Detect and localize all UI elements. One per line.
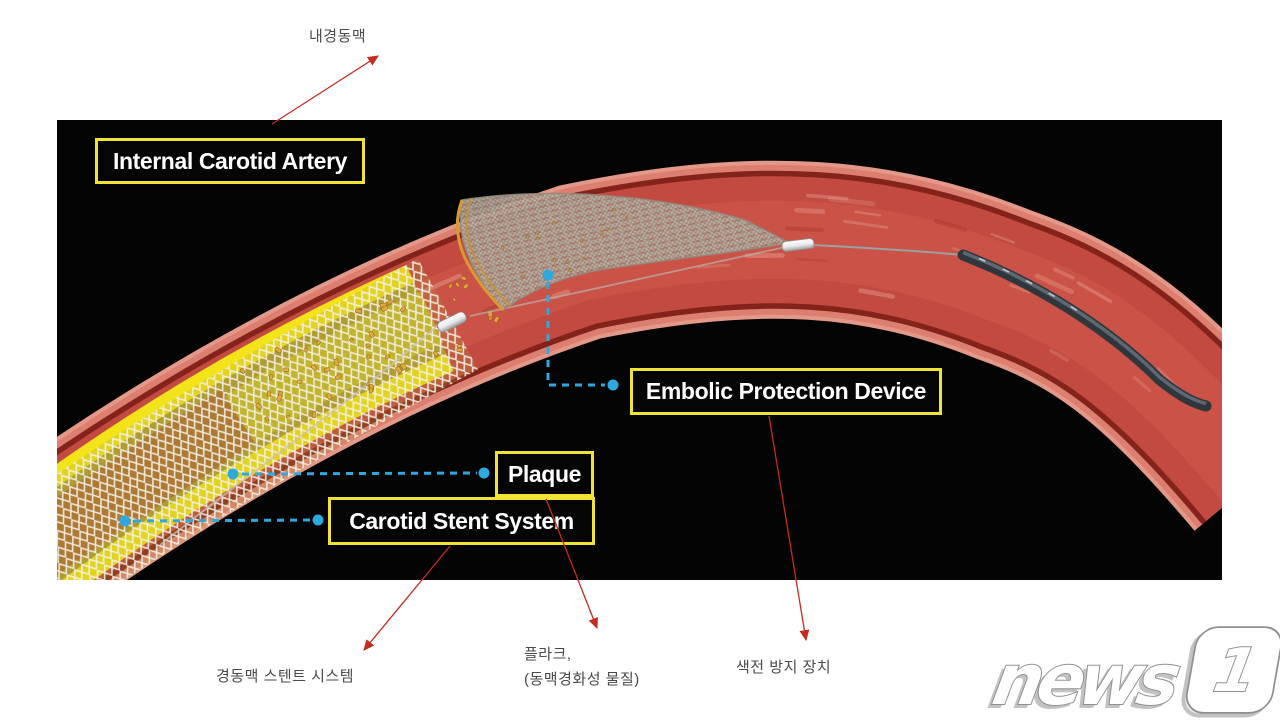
label-carotid-stent-system-text: Carotid Stent System xyxy=(349,507,574,534)
label-plaque-text: Plaque xyxy=(507,460,581,487)
bottom-korean-label-plaque-line2: (동맥경화성 물질) xyxy=(524,671,640,688)
bottom-korean-label-stent: 경동맥 스텐트 시스템 xyxy=(216,668,355,685)
news1-logo-shadow: news 1 xyxy=(982,629,1279,720)
label-embolic-protection-device-text: Embolic Protection Device xyxy=(645,378,927,404)
news1-logo-box xyxy=(1185,626,1280,714)
news1-logo: news 1 news 1 xyxy=(982,626,1280,720)
bottom-korean-label-plaque: 플라크, (동맥경화성 물질) xyxy=(524,643,640,689)
bottom-korean-label-plaque-line1: 플라크, xyxy=(524,646,572,663)
artery-illustration xyxy=(57,160,1222,580)
arrow-internal-carotid xyxy=(271,55,379,125)
medical-illustration-panel: Internal Carotid Artery Embolic Protecti… xyxy=(57,120,1222,580)
label-box-internal-carotid-artery: Internal Carotid Artery xyxy=(95,138,365,184)
bottom-korean-label-embolic: 색전 방지 장치 xyxy=(736,659,832,676)
label-box-carotid-stent-system: Carotid Stent System xyxy=(328,497,595,545)
svg-text:news: news xyxy=(983,643,1181,720)
label-box-plaque: Plaque xyxy=(495,451,594,497)
label-internal-carotid-artery-text: Internal Carotid Artery xyxy=(112,147,348,174)
news1-logo-number: 1 xyxy=(1209,636,1263,705)
news1-logo-text: news xyxy=(987,639,1185,720)
top-korean-label: 내경동맥 xyxy=(309,28,367,45)
svg-text:1: 1 xyxy=(1205,640,1259,709)
label-box-embolic-protection-device: Embolic Protection Device xyxy=(630,368,942,415)
